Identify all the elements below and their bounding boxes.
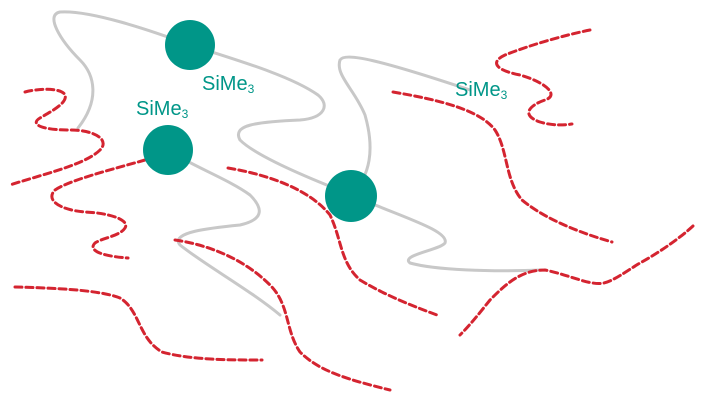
simes3-label-right: SiMe3 (455, 79, 508, 102)
grey-chain-2 (188, 43, 354, 197)
simes3-label-top: SiMe3 (202, 73, 255, 96)
simes3-node-left (143, 125, 193, 175)
simes3-node-top (165, 20, 215, 70)
label-subscript: 3 (181, 107, 189, 121)
label-base: SiMe (136, 98, 182, 120)
grey-chain-1 (52, 10, 192, 130)
simes3-label-left: SiMe3 (136, 98, 189, 121)
red-dashed-chain-6 (495, 28, 592, 127)
red-dashed-chain-8 (458, 224, 695, 337)
red-dashed-chain-5 (226, 166, 439, 317)
label-base: SiMe (455, 79, 501, 101)
red-dashed-chain-1 (8, 87, 105, 187)
red-dashed-chain-2 (50, 158, 147, 260)
red-dashed-chain-3 (13, 285, 264, 362)
grey-chain-4 (350, 193, 544, 273)
red-dashed-chain-7 (391, 90, 614, 244)
grey-chain-5 (166, 148, 282, 317)
label-subscript: 3 (500, 88, 508, 102)
grey-chain-3 (337, 55, 472, 197)
label-subscript: 3 (247, 82, 255, 96)
simes3-node-center (325, 170, 377, 222)
label-base: SiMe (202, 73, 248, 95)
red-dashed-chain-4 (173, 238, 392, 392)
